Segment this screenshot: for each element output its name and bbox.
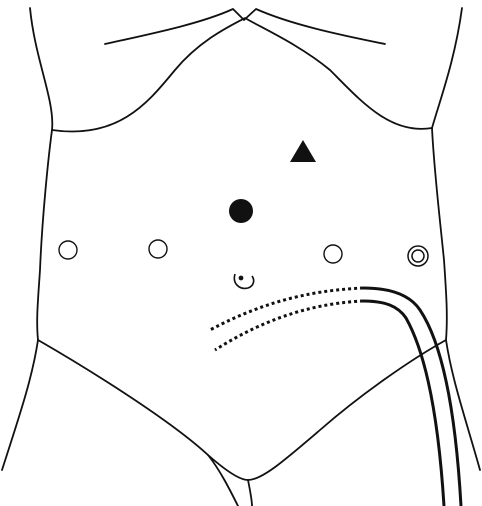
umbilicus	[234, 274, 253, 288]
port-open-circle-left-medial-icon	[149, 240, 167, 258]
chest-top-contour	[105, 9, 385, 44]
port-double-circle-icon	[408, 246, 428, 266]
port-open-circle-left-lateral-icon	[59, 241, 77, 259]
port-double-circle-inner	[412, 250, 424, 262]
dashed-tube-upper	[210, 288, 363, 330]
port-open-circle-right-medial-icon	[324, 245, 342, 263]
left-body-contour	[2, 8, 52, 470]
dashed-tube-path	[210, 288, 363, 350]
right-thigh-line	[248, 480, 252, 506]
dashed-tube-lower	[215, 301, 363, 350]
inguinal-contour	[38, 340, 446, 480]
umbilicus-dot	[239, 276, 242, 279]
right-body-contour	[432, 8, 480, 470]
port-triangle-icon	[290, 140, 316, 162]
port-filled-circle-icon	[229, 199, 253, 223]
rib-arch-contour	[52, 18, 432, 132]
left-thigh-line	[208, 455, 238, 506]
umbilicus-curve	[234, 274, 253, 288]
